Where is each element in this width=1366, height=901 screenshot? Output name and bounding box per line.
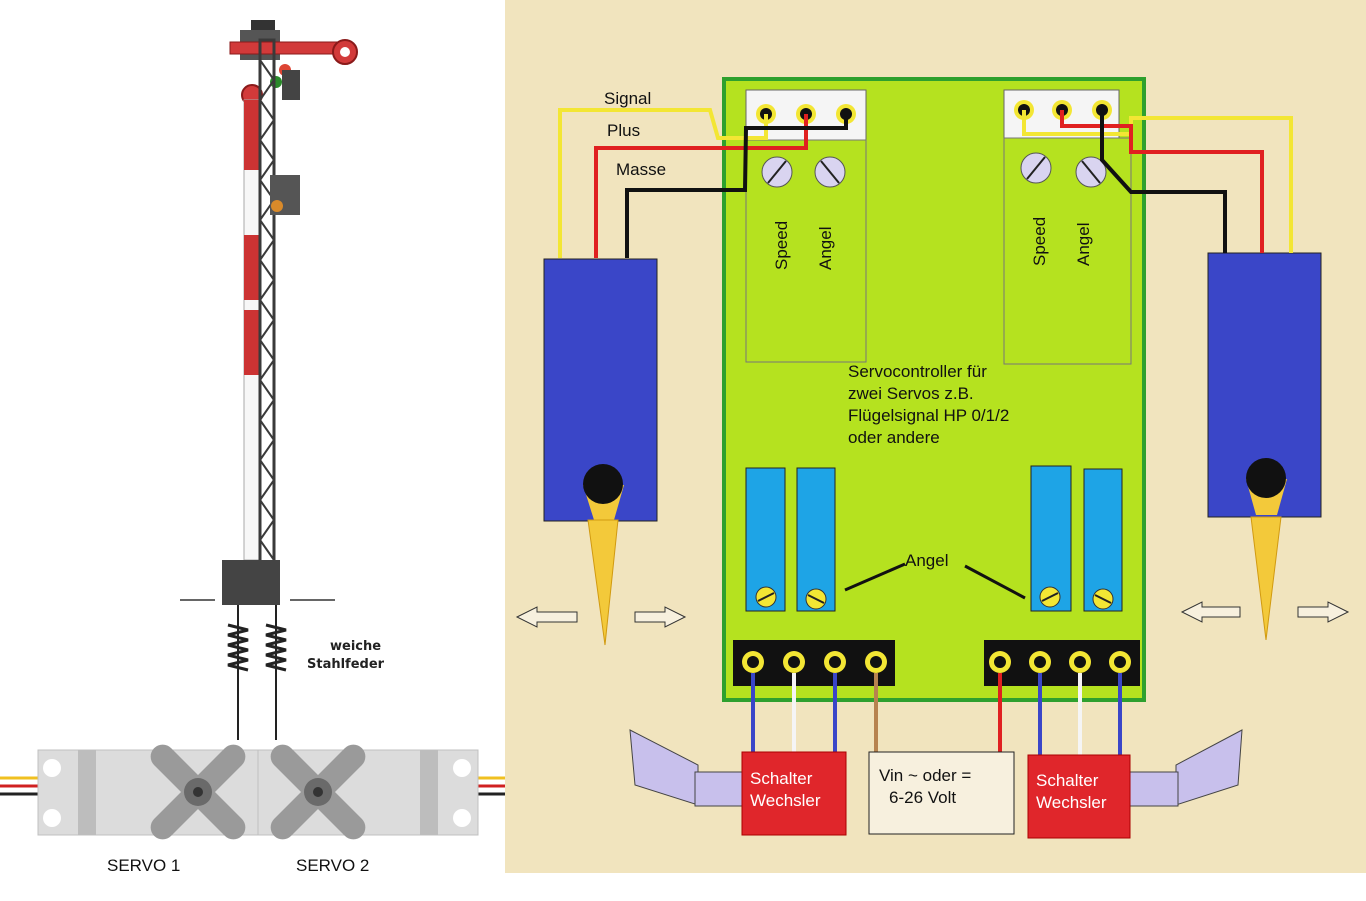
switch-left-line-2: Wechsler xyxy=(750,791,821,810)
terminal-block-right xyxy=(984,640,1140,686)
spring-label-line-2: Stahlfeder xyxy=(307,657,385,672)
servo-2-icon xyxy=(257,744,479,840)
wires-bottom xyxy=(751,673,1122,755)
servo-arm-left xyxy=(587,519,619,646)
power-box xyxy=(868,751,1015,835)
angel-trimmers-right xyxy=(1030,465,1123,612)
servo-1-horn xyxy=(150,744,246,840)
signal-cap xyxy=(251,20,275,32)
spring-icon-right xyxy=(265,605,287,740)
servo-body-right xyxy=(1207,252,1322,641)
servo-1-label: SERVO 1 xyxy=(107,856,180,875)
pot-label-right-speed: Speed xyxy=(1030,217,1049,266)
signal-base xyxy=(222,560,280,605)
wire-label-masse: Masse xyxy=(616,160,666,179)
switch-right xyxy=(1027,754,1131,839)
wires-right xyxy=(1022,110,1293,253)
spring-label-line-1: weiche xyxy=(330,639,381,654)
trimmer-icon-left-angel xyxy=(814,156,846,188)
switch-right-line-1: Schalter xyxy=(1036,771,1099,790)
spring-icon-left xyxy=(227,605,249,740)
pot-label-left-speed: Speed xyxy=(772,221,791,270)
board-description-line-3: Flügelsignal HP 0/1/2 xyxy=(848,406,1009,425)
left-panel: weiche Stahlfeder xyxy=(0,0,505,901)
signal-lattice-braces xyxy=(258,59,276,561)
arrow-left-icon xyxy=(515,606,578,628)
semaphore-signal-icon xyxy=(180,20,358,605)
board-description-line-1: Servocontroller für xyxy=(848,362,987,381)
arrow-right-icon xyxy=(634,606,687,628)
power-box-line-2: 6-26 Volt xyxy=(889,788,956,807)
terminal-block-left xyxy=(733,640,895,686)
servo-1-icon xyxy=(37,744,259,840)
signal-lamp-housing xyxy=(282,70,300,100)
trimmer-icon-left-speed xyxy=(761,156,793,188)
servo-wire-stubs xyxy=(0,776,505,796)
signal-pole-stripe-1 xyxy=(244,100,260,170)
servo-2-label: SERVO 2 xyxy=(296,856,369,875)
switch-lever-right-icon xyxy=(1129,729,1243,807)
board-description-line-4: oder andere xyxy=(848,428,940,447)
trimmer-icon-right-angel xyxy=(1075,156,1107,188)
pot-label-left-angel: Angel xyxy=(816,227,835,270)
signal-lamp-orange xyxy=(271,200,283,212)
wire-label-plus: Plus xyxy=(607,121,640,140)
servo-body-left xyxy=(543,258,658,646)
angel-pointer-right xyxy=(964,564,1026,600)
wire-label-signal: Signal xyxy=(604,89,651,108)
arrow-right-icon-2 xyxy=(1297,601,1350,623)
servo-arm-right xyxy=(1250,516,1282,641)
arrow-left-icon-2 xyxy=(1180,601,1241,623)
servo-2-horn xyxy=(270,744,366,840)
signal-pole-stripe-2 xyxy=(244,235,260,300)
signal-arm-upper-disc-center xyxy=(340,47,350,57)
board-description-line-2: zwei Servos z.B. xyxy=(848,384,974,403)
signal-arm-upper xyxy=(229,41,341,55)
switch-right-line-2: Wechsler xyxy=(1036,793,1107,812)
right-panel: Speed Angel Speed Angel Servocontroller … xyxy=(505,0,1366,901)
switch-left xyxy=(741,751,847,836)
wires-left xyxy=(558,108,848,258)
angel-label: Angel xyxy=(905,551,948,570)
pot-label-right-angel: Angel xyxy=(1074,223,1093,266)
angel-pointer-left xyxy=(844,562,906,592)
power-box-line-1: Vin ~ oder = xyxy=(879,766,971,785)
angel-trimmers-left xyxy=(745,467,836,612)
signal-pole-stripe-3 xyxy=(244,310,260,375)
trimmer-icon-right-speed xyxy=(1020,152,1052,184)
switch-left-line-1: Schalter xyxy=(750,769,813,788)
